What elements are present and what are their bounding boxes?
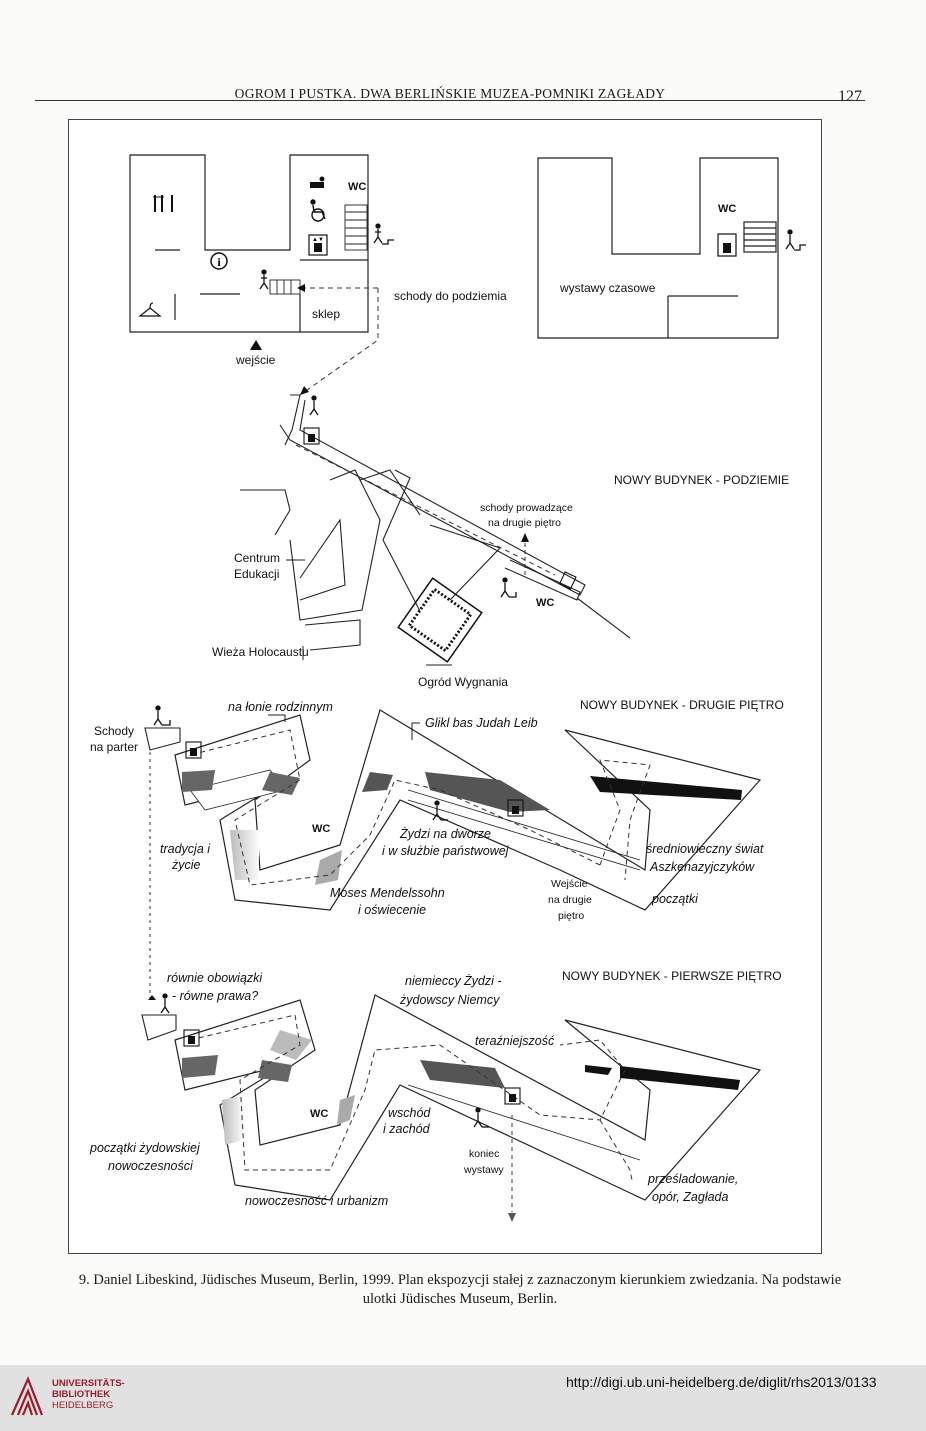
basement-plan: [240, 394, 631, 651]
wc-label-first: WC: [310, 1108, 328, 1120]
header-rule: [35, 100, 865, 101]
label-present: teraźniejszość: [475, 1034, 555, 1048]
wc-label-basement: WC: [536, 597, 554, 609]
stairs-person-icon: [153, 705, 448, 821]
source-url-link[interactable]: http://digi.ub.uni-heidelberg.de/diglit/…: [566, 1374, 877, 1390]
label-mendelssohn-1: Moses Mendelssohn: [330, 886, 445, 900]
label-stairs-basement: schody do podziemia: [394, 289, 507, 303]
caption-line-1: 9. Daniel Libeskind, Jüdisches Museum, B…: [78, 1272, 842, 1288]
label-east-2: i zachód: [383, 1122, 431, 1136]
elevator-icon: [717, 233, 737, 257]
label-tradition-1: tradycja i: [160, 842, 211, 856]
label-medieval-1: średniowieczny świat: [646, 842, 764, 856]
label-persecution-2: opór, Zagłada: [652, 1190, 728, 1204]
right-building-ground-floor: [537, 157, 779, 339]
label-entry-2: na drugie: [548, 894, 592, 906]
heading-first-floor: NOWY BUDYNEK - PIERWSZE PIĘTRO: [562, 969, 782, 983]
caption-line-2: ulotki Jüdisches Museum, Berlin.: [362, 1291, 558, 1307]
wheelchair-icon: [310, 199, 326, 222]
label-stairs-ground-2: na parter: [90, 740, 138, 754]
figure-caption: 9. Daniel Libeskind, Jüdisches Museum, B…: [20, 1271, 900, 1309]
first-floor-plan: [141, 994, 762, 1201]
stairs-person-icon: [259, 223, 394, 290]
wc-label-second: WC: [312, 823, 330, 835]
garden-of-exile: [397, 577, 483, 663]
elevator-icon: [303, 427, 577, 590]
stairs-person-icon: [160, 993, 489, 1128]
label-modernity-2: nowoczesności: [108, 1159, 194, 1173]
label-education-1: Centrum: [234, 551, 280, 565]
label-medieval-2: Aszkenazyjczyków: [649, 860, 755, 874]
label-german-2: żydowscy Niemcy: [399, 993, 500, 1007]
library-name: UNIVERSITÄTS- BIBLIOTHEK HEIDELBERG: [52, 1378, 125, 1411]
label-end-2: wystawy: [463, 1164, 504, 1176]
library-logo-icon: [10, 1376, 44, 1416]
label-equal-2: - równe prawa?: [172, 989, 258, 1003]
label-stairs-up-2: na drugie piętro: [488, 517, 561, 529]
label-modernity-1: początki żydowskiej: [89, 1141, 201, 1155]
label-shop: sklep: [312, 307, 340, 321]
cloakroom-icon: [138, 302, 162, 317]
label-tradition-2: życie: [171, 858, 201, 872]
museum-plans: i WC ▲▼ schody do podziemia sklep wejści…: [89, 154, 806, 1222]
label-persecution-1: prześladowanie,: [647, 1172, 738, 1186]
label-urbanism: nowoczesność i urbanizm: [245, 1194, 388, 1208]
stairs-person-icon: [785, 229, 806, 251]
label-east-1: wschód: [388, 1106, 431, 1120]
stairs-icon: [269, 204, 368, 295]
label-garden-exile: Ogród Wygnania: [418, 675, 508, 689]
label-entry-3: piętro: [558, 910, 584, 922]
elevator-icon: [185, 741, 524, 817]
elevator-icon: [183, 1029, 521, 1105]
label-education-2: Edukacji: [234, 567, 279, 581]
label-family: na łonie rodzinnym: [228, 700, 333, 714]
info-icon: i: [210, 252, 228, 270]
heading-basement: NOWY BUDYNEK - PODZIEMIE: [614, 473, 789, 487]
label-mendelssohn-2: i oświecenie: [358, 903, 426, 917]
restaurant-icon: [153, 195, 173, 212]
label-beginnings: początki: [651, 892, 699, 906]
old-building-ground-floor: [129, 154, 369, 333]
digitization-footer: UNIVERSITÄTS- BIBLIOTHEK HEIDELBERG http…: [0, 1365, 926, 1431]
label-end-1: koniec: [469, 1148, 499, 1160]
route-to-basement: [299, 288, 379, 396]
heading-second-floor: NOWY BUDYNEK - DRUGIE PIĘTRO: [580, 698, 784, 712]
label-court-2: i w służbie państwowej: [382, 844, 510, 858]
label-stairs-ground-1: Schody: [94, 724, 134, 738]
label-entry-1: Wejście: [551, 878, 588, 890]
label-stairs-up-1: schody prowadzące: [480, 502, 573, 514]
label-german-1: niemieccy Żydzi -: [405, 974, 502, 988]
elevator-icon: ▲▼: [308, 234, 328, 256]
label-entrance: wejście: [235, 353, 276, 367]
label-temporary-exhibitions: wystawy czasowe: [559, 281, 656, 295]
svg-text:i: i: [217, 255, 221, 269]
label-glikl: Glikl bas Judah Leib: [425, 716, 538, 730]
label-holocaust-tower: Wieża Holocaustu: [212, 645, 309, 659]
wc-label-ground: WC: [348, 181, 366, 193]
baby-change-icon: [310, 176, 325, 188]
stairs-person-icon: [309, 395, 517, 598]
svg-text:▲▼: ▲▼: [312, 237, 324, 243]
second-floor-plan: [144, 709, 762, 911]
entrance-marker-icon: [250, 340, 262, 350]
running-title: OGROM I PUSTKA. DWA BERLIŃSKIE MUZEA-POM…: [234, 86, 666, 101]
wc-label-right: WC: [718, 203, 736, 215]
label-equal-1: równie obowiązki: [167, 971, 263, 985]
label-court-1: Żydzi na dworze: [399, 827, 491, 841]
